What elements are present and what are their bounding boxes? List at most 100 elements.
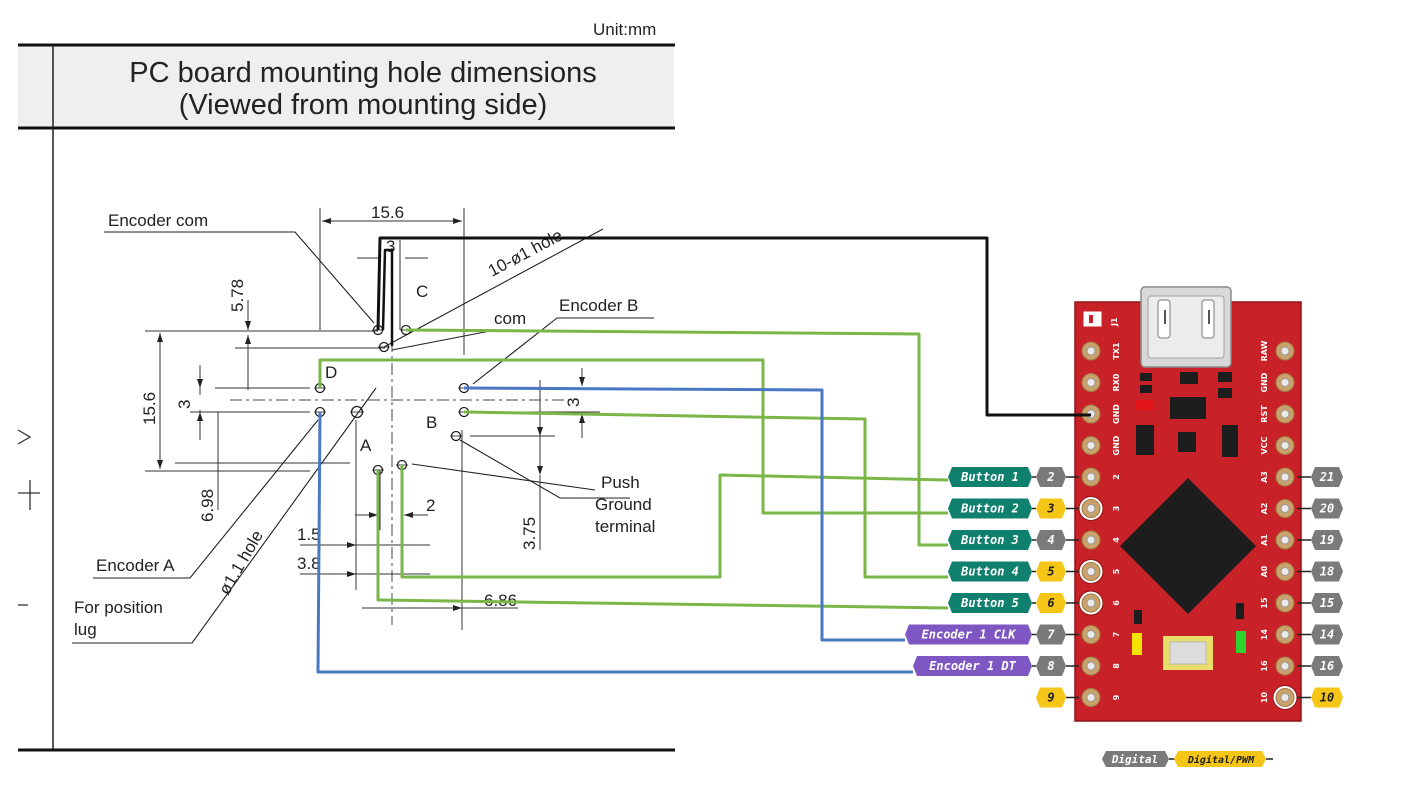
wire-encoder-dt bbox=[316, 411, 913, 674]
svg-text:Button 5: Button 5 bbox=[960, 596, 1019, 610]
silk-left-6: 3 bbox=[1112, 506, 1121, 512]
svg-text:16: 16 bbox=[1320, 659, 1334, 673]
board-pad-hole bbox=[1280, 693, 1290, 702]
silk-right-1: RAW bbox=[1260, 340, 1269, 361]
function-tag-encoder-dt: Encoder 1 DT bbox=[913, 656, 1036, 676]
silk-right-7: A1 bbox=[1260, 534, 1269, 546]
wire-button-3 bbox=[405, 328, 948, 547]
callout-push: Push bbox=[601, 473, 640, 492]
arrowheads bbox=[157, 218, 585, 611]
silk-right-2: GND bbox=[1260, 372, 1269, 392]
silk-right-6: A2 bbox=[1260, 503, 1269, 515]
svg-text:9: 9 bbox=[1047, 691, 1054, 705]
pin-tag-right-20: 20 bbox=[1297, 498, 1343, 519]
board-pad-hole bbox=[1280, 346, 1290, 356]
silk-right-labels: RAW GND RST VCC A3 A2 A1 A0 15 14 16 10 bbox=[1260, 340, 1269, 703]
function-tag-button-4: Button 4 bbox=[948, 561, 1036, 582]
function-tag-encoder-clk: Encoder 1 CLK bbox=[905, 624, 1036, 645]
silk-right-5: A3 bbox=[1260, 471, 1269, 483]
function-tag-button-1: Button 1 bbox=[948, 467, 1036, 487]
function-tag-button-5: Button 5 bbox=[948, 593, 1036, 613]
wire-encoder-clk bbox=[463, 386, 905, 642]
board-pad-hole bbox=[1280, 409, 1290, 419]
callout-position-2: lug bbox=[74, 620, 97, 639]
board-pad-hole bbox=[1086, 693, 1096, 702]
svg-text:7: 7 bbox=[1047, 628, 1055, 642]
wire-encoder-com-short bbox=[381, 248, 394, 346]
dimension-lines bbox=[145, 208, 600, 630]
board-pad-hole bbox=[1280, 535, 1290, 545]
board-pad-hole bbox=[1086, 346, 1096, 356]
pin-tag-left-8: 8 bbox=[1036, 656, 1079, 676]
svg-text:10: 10 bbox=[1320, 691, 1334, 705]
svg-text:18: 18 bbox=[1320, 565, 1334, 579]
silk-left-7: 4 bbox=[1112, 537, 1121, 543]
silk-right-8: A0 bbox=[1260, 565, 1269, 577]
dim-2: 2 bbox=[426, 496, 435, 515]
callout-ground: Ground bbox=[595, 495, 652, 514]
pin-tag-right-10: 10 bbox=[1297, 687, 1343, 708]
dim-3-top: 3 bbox=[386, 237, 395, 256]
pin-letter-a: A bbox=[360, 436, 372, 455]
callout-terminal: terminal bbox=[595, 517, 655, 536]
svg-text:4: 4 bbox=[1047, 533, 1054, 547]
wire-button-4 bbox=[463, 410, 948, 579]
silk-left-5: 2 bbox=[1112, 474, 1121, 480]
right-pin-tags: 21 20 19 18 15 14 16 10 bbox=[1297, 467, 1343, 708]
silk-left-4: GND bbox=[1112, 435, 1121, 455]
legend-digital-swatch bbox=[1102, 751, 1169, 767]
silk-left-9: 6 bbox=[1112, 600, 1121, 606]
svg-text:6: 6 bbox=[1047, 596, 1054, 610]
pin-legend: Digital Digital/PWM bbox=[1102, 751, 1273, 767]
pin-tag-right-21: 21 bbox=[1297, 467, 1343, 487]
pin-tag-right-18: 18 bbox=[1297, 561, 1343, 582]
callout-position-1: For position bbox=[74, 598, 163, 617]
silk-right-11: 16 bbox=[1260, 660, 1269, 672]
board-pad-hole bbox=[1280, 567, 1290, 576]
left-edge-fragments bbox=[17, 429, 40, 606]
silk-right-4: VCC bbox=[1260, 436, 1269, 454]
pin-tag-left-4: 4 bbox=[1036, 530, 1079, 550]
callout-hole-note: 10-ø1 hole bbox=[485, 226, 566, 281]
board-pad-hole bbox=[1280, 598, 1290, 608]
pin-letter-c: C bbox=[416, 282, 428, 301]
board-pad-hole bbox=[1086, 567, 1096, 576]
dim-1-5: 1.5 bbox=[297, 525, 321, 544]
wire-encoder-com-gnd bbox=[376, 236, 1091, 417]
board-pad-hole bbox=[1280, 378, 1290, 387]
svg-text:Button 2: Button 2 bbox=[960, 502, 1019, 516]
callout-com: com bbox=[494, 309, 526, 328]
svg-text:5: 5 bbox=[1047, 565, 1054, 579]
j1-label: J1 bbox=[1110, 317, 1119, 327]
dim-15-6-left: 15.6 bbox=[140, 392, 159, 425]
drawing-subtitle: (Viewed from mounting side) bbox=[179, 89, 548, 121]
left-pin-tags: 2 3 4 5 6 7 8 9 bbox=[1036, 467, 1079, 708]
board-pad-hole bbox=[1086, 378, 1096, 387]
dim-6-98: 6.98 bbox=[198, 489, 217, 522]
board-pad-hole bbox=[1086, 661, 1096, 671]
pin-tag-right-19: 19 bbox=[1297, 530, 1343, 550]
board-pad-hole bbox=[1280, 472, 1290, 482]
title-band bbox=[18, 45, 674, 128]
svg-text:20: 20 bbox=[1319, 502, 1334, 516]
board-pad-hole bbox=[1280, 630, 1290, 639]
dim-3-8: 3.8 bbox=[297, 554, 321, 573]
svg-text:3: 3 bbox=[1046, 502, 1054, 516]
silk-right-3: RST bbox=[1260, 405, 1269, 423]
board-pad-hole bbox=[1086, 535, 1096, 545]
pin-tag-left-7: 7 bbox=[1036, 624, 1079, 645]
pin-tag-right-15: 15 bbox=[1297, 593, 1343, 613]
wire-button-5 bbox=[376, 470, 949, 610]
board-pad-hole bbox=[1086, 472, 1096, 482]
power-led bbox=[1136, 400, 1154, 410]
pin-tag-left-9: 9 bbox=[1036, 687, 1079, 708]
svg-text:14: 14 bbox=[1320, 628, 1334, 642]
silk-right-12: 10 bbox=[1260, 692, 1269, 704]
board-pad-hole bbox=[1086, 441, 1096, 450]
function-tag-button-2: Button 2 bbox=[948, 498, 1036, 519]
silk-left-2: RX0 bbox=[1112, 373, 1121, 391]
dim-15-6-top: 15.6 bbox=[371, 203, 404, 222]
mounting-hole-drawing: Unit:mm PC board mounting hole dimension… bbox=[17, 20, 675, 752]
legend-pwm-swatch bbox=[1174, 751, 1266, 767]
